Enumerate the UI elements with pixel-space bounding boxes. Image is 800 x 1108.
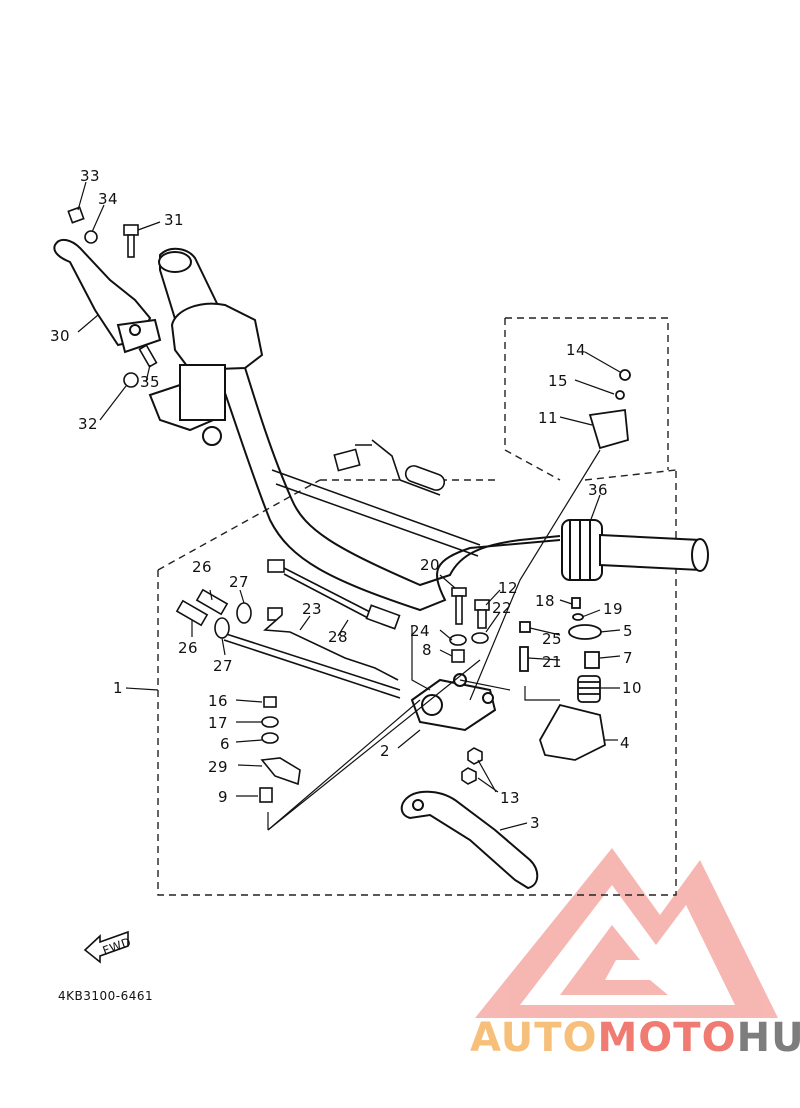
callout-20: 20 — [420, 556, 440, 574]
callout-25: 25 — [542, 630, 562, 648]
callout-16: 16 — [208, 692, 228, 710]
leader-lines — [77, 181, 621, 831]
callout-1: 1 — [113, 679, 123, 697]
callout-29: 29 — [208, 758, 228, 776]
watermark-logo — [475, 848, 778, 1018]
callout-14: 14 — [566, 341, 586, 359]
callout-8: 8 — [422, 641, 432, 659]
brake-switch-wire — [333, 439, 446, 496]
callout-13: 13 — [500, 789, 520, 807]
callout-26b: 26 — [178, 639, 198, 657]
brake-switch — [588, 369, 631, 450]
left-grip-assembly — [148, 247, 264, 446]
fwd-label: FWD — [101, 935, 134, 958]
clutch-lever — [53, 238, 162, 354]
callout-26a: 26 — [192, 558, 212, 576]
callout-28: 28 — [328, 628, 348, 646]
callout-9: 9 — [218, 788, 228, 806]
master-cylinder-parts — [519, 597, 606, 761]
callout-labels: 33 34 31 30 35 32 14 15 11 36 20 12 22 2… — [50, 167, 642, 832]
watermark-part-auto: AUTO — [470, 1015, 598, 1061]
callout-23: 23 — [302, 600, 322, 618]
callout-22: 22 — [492, 599, 512, 617]
callout-11: 11 — [538, 409, 558, 427]
callout-30: 30 — [50, 327, 70, 345]
callout-36: 36 — [588, 481, 608, 499]
callout-15: 15 — [548, 372, 568, 390]
throttle-housing — [561, 519, 709, 581]
brake-lever — [400, 790, 539, 890]
callout-5: 5 — [623, 622, 633, 640]
handlebar — [209, 344, 561, 612]
callout-21: 21 — [542, 653, 562, 671]
lever-holder — [410, 673, 497, 732]
callout-4: 4 — [620, 734, 630, 752]
watermark-part-moto: MOTO — [597, 1015, 737, 1061]
throttle-cables — [219, 559, 401, 699]
callout-34: 34 — [98, 190, 118, 208]
callout-18: 18 — [535, 592, 555, 610]
assembly-outline-switch — [504, 317, 669, 481]
callout-27b: 27 — [213, 657, 233, 675]
callout-24: 24 — [410, 622, 430, 640]
left-small-items — [259, 696, 301, 803]
callout-6: 6 — [220, 735, 230, 753]
callout-33: 33 — [80, 167, 100, 185]
callout-3: 3 — [530, 814, 540, 832]
callout-10: 10 — [622, 679, 642, 697]
callout-31: 31 — [164, 211, 184, 229]
fwd-arrow: FWD — [83, 930, 134, 964]
diagram-code: 4KB3100-6461 — [58, 989, 153, 1003]
callout-35: 35 — [140, 373, 160, 391]
callout-2: 2 — [380, 742, 390, 760]
callout-12: 12 — [498, 579, 518, 597]
callout-19: 19 — [603, 600, 623, 618]
watermark-part-hub: HUB — [736, 1015, 800, 1061]
cable-adjusters — [175, 588, 252, 639]
watermark-wordmark: AUTOMOTOHUB — [470, 1018, 800, 1058]
callout-27a: 27 — [229, 573, 249, 591]
callout-17: 17 — [208, 714, 228, 732]
callout-7: 7 — [623, 649, 633, 667]
callout-32: 32 — [78, 415, 98, 433]
